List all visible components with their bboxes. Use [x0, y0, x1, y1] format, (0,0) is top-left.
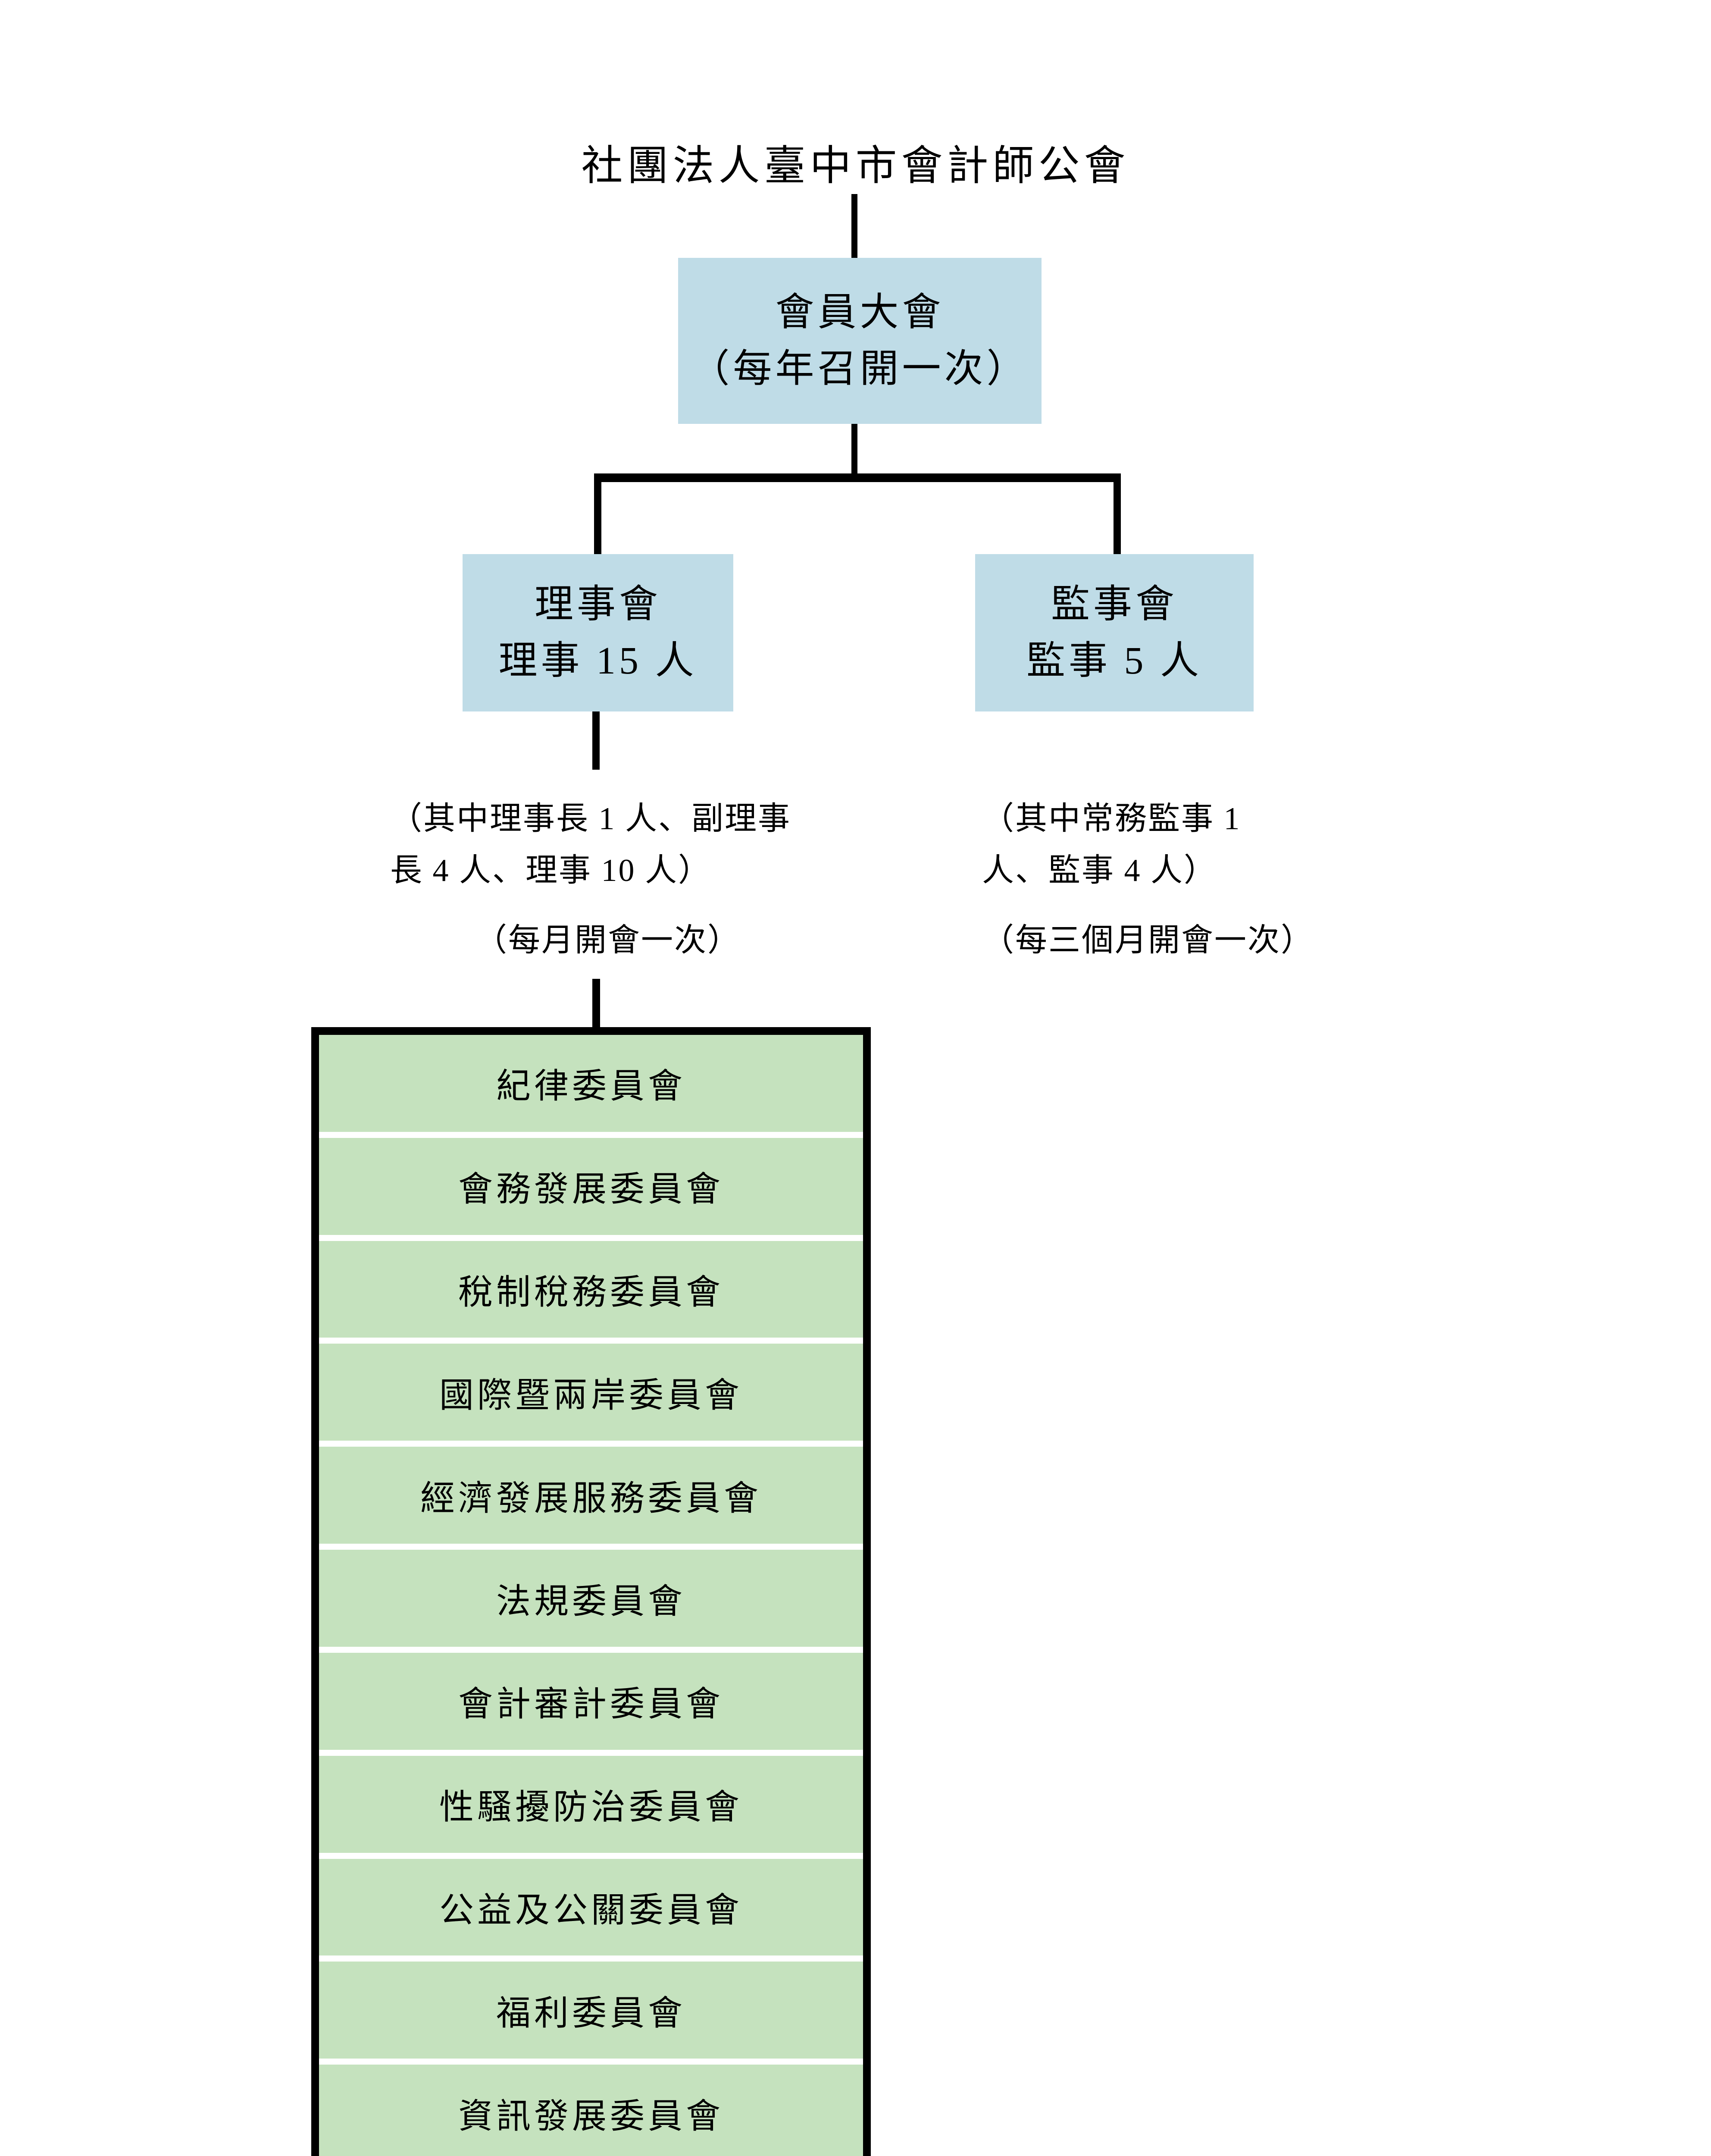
supervisors-annotation: （其中常務監事 1 人、監事 4 人） （每三個月開會一次）	[982, 793, 1327, 967]
supervisors-composition: 監事 5 人	[1026, 639, 1202, 682]
committee-item[interactable]: 福利委員會	[319, 1962, 863, 2059]
organization-title: 社團法人臺中市會計師公會	[581, 143, 1130, 189]
committee-label: 福利委員會	[496, 1994, 686, 2033]
committee-label: 公益及公關委員會	[439, 1892, 743, 1930]
committee-item[interactable]: 公益及公關委員會	[319, 1858, 863, 1956]
committee-item[interactable]: 性騷擾防治委員會	[319, 1755, 863, 1853]
supervisors-name: 監事會	[1051, 583, 1178, 626]
committee-item[interactable]: 法規委員會	[319, 1550, 863, 1647]
committee-item[interactable]: 經濟發展服務委員會	[319, 1447, 863, 1544]
connector-assembly-down	[851, 424, 857, 478]
connector-board-to-committees	[592, 979, 600, 1034]
committee-label: 會務發展委員會	[458, 1171, 724, 1209]
member-assembly-frequency: （每年召開一次）	[691, 347, 1029, 390]
node-board-of-supervisors[interactable]: 監事會 監事 5 人	[975, 554, 1254, 711]
supervisors-annotation-line-2: 人、監事 4 人）	[982, 852, 1217, 888]
committee-label: 法規委員會	[496, 1583, 686, 1621]
committee-item[interactable]: 資訊發展委員會	[319, 2065, 863, 2156]
board-annotation-line-1: （其中理事長 1 人、副理事	[390, 801, 791, 837]
committee-label: 稅制稅務委員會	[458, 1274, 724, 1312]
board-meeting-frequency: （每月開會一次）	[475, 922, 741, 958]
committee-label: 經濟發展服務委員會	[420, 1479, 762, 1518]
connector-board-stub	[592, 711, 600, 770]
connector-horizontal-bus	[594, 473, 1121, 482]
committee-item[interactable]: 紀律委員會	[319, 1035, 863, 1132]
committee-label: 紀律委員會	[496, 1068, 686, 1106]
board-composition: 理事 15 人	[498, 639, 698, 682]
board-name: 理事會	[535, 583, 661, 626]
committee-list-container: 紀律委員會 會務發展委員會 稅制稅務委員會 國際暨兩岸委員會 經濟發展服務委員會…	[311, 1027, 871, 2156]
node-board-of-directors[interactable]: 理事會 理事 15 人	[463, 554, 733, 711]
committee-item[interactable]: 會務發展委員會	[319, 1138, 863, 1235]
node-member-assembly[interactable]: 會員大會 （每年召開一次）	[678, 258, 1042, 424]
connector-title-to-assembly	[851, 194, 857, 259]
committee-item[interactable]: 國際暨兩岸委員會	[319, 1344, 863, 1441]
member-assembly-name: 會員大會	[775, 291, 945, 334]
connector-bus-to-board	[594, 473, 601, 556]
supervisors-meeting-frequency: （每三個月開會一次）	[982, 922, 1314, 958]
committee-label: 國際暨兩岸委員會	[439, 1376, 743, 1415]
board-annotation: （其中理事長 1 人、副理事 長 4 人、理事 10 人） （每月開會一次）	[390, 793, 826, 967]
committee-label: 資訊發展委員會	[458, 2097, 724, 2136]
board-annotation-line-2: 長 4 人、理事 10 人）	[390, 852, 711, 888]
connector-bus-to-supervisors	[1114, 473, 1121, 556]
supervisors-annotation-line-1: （其中常務監事 1	[982, 801, 1241, 837]
committee-label: 性騷擾防治委員會	[439, 1789, 743, 1827]
committee-item[interactable]: 會計審計委員會	[319, 1652, 863, 1750]
committee-item[interactable]: 稅制稅務委員會	[319, 1241, 863, 1338]
committee-label: 會計審計委員會	[458, 1686, 724, 1724]
